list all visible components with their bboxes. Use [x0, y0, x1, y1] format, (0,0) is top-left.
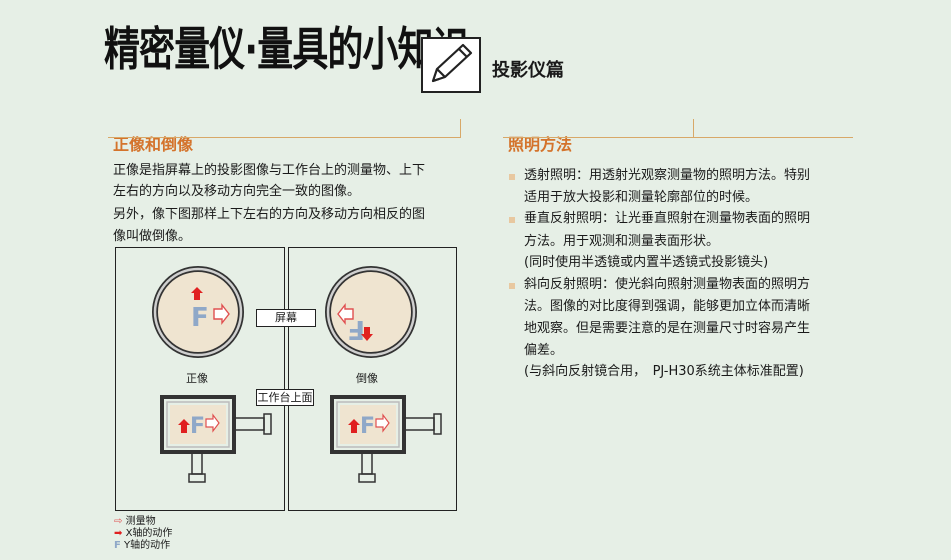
- lighting-oblique-line-3: 地观察。但是需要注意的是在测量尺寸时容易产生: [524, 321, 811, 336]
- inverted-stage: F: [330, 395, 442, 483]
- section-divider-right: [693, 137, 853, 138]
- y-arrow-up-icon: [191, 287, 203, 300]
- section-divider-tick-right: [693, 119, 694, 138]
- red-arrow-icon: ➡: [114, 528, 123, 539]
- f-glyph-icon: F: [114, 540, 121, 551]
- section-divider-left: [503, 137, 693, 138]
- page-title: 精密量仪·量具的小知识: [104, 22, 469, 76]
- lighting-oblique-note: (与斜向反射镜合用， PJ-H30系统主体标准配置): [524, 364, 804, 379]
- legend-item-y-axis: F Y轴的动作: [114, 540, 171, 551]
- page-subtitle: 投影仪篇: [492, 60, 564, 81]
- hollow-arrow-icon: ⇨: [114, 516, 123, 527]
- normal-image-caption: 正像: [186, 372, 208, 385]
- section-title-image: 正像和倒像: [113, 135, 194, 154]
- section-title-lighting: 照明方法: [508, 135, 573, 154]
- legend-item-x-axis: ➡ X轴的动作: [114, 528, 173, 539]
- svg-text:F: F: [360, 414, 375, 439]
- normal-stage: F: [160, 395, 272, 483]
- lighting-oblique-line-4: 偏差。: [524, 343, 564, 358]
- bullet-icon: [509, 283, 515, 289]
- legend-item-object: ⇨ 测量物: [114, 516, 156, 527]
- lighting-transmitted-line-2: 适用于放大投影和测量轮廓部位的时候。: [524, 190, 759, 205]
- f-glyph-icon: F: [191, 303, 209, 333]
- projection-diagram: F F F F: [152, 266, 442, 483]
- section-divider: [108, 137, 460, 138]
- inverted-image-caption: 倒像: [356, 372, 378, 385]
- stage-label: 工作台上面: [256, 389, 314, 406]
- inverted-screen: F: [325, 266, 417, 358]
- lighting-vertical-line-1: 垂直反射照明：让光垂直照射在测量物表面的照明: [524, 211, 811, 226]
- paragraph-line-1: 正像是指屏幕上的投影图像与工作台上的测量物、上下: [113, 163, 426, 178]
- normal-screen: F: [152, 266, 244, 358]
- x-arrow-left-icon: [337, 302, 354, 326]
- lighting-vertical-note: (同时使用半透镜或内置半透镜式投影镜头): [524, 255, 769, 270]
- pencil-icon: [421, 37, 481, 93]
- paragraph-line-4: 像叫做倒像。: [113, 229, 192, 244]
- bullet-icon: [509, 174, 515, 180]
- y-arrow-down-icon: [361, 327, 373, 341]
- lighting-transmitted-line-1: 透射照明：用透射光观察测量物的照明方法。特别: [524, 168, 811, 183]
- lighting-oblique-line-1: 斜向反射照明：使光斜向照射测量物表面的照明方: [524, 277, 811, 292]
- section-divider-tick: [460, 119, 461, 138]
- f-glyph-inverted-icon: F: [347, 314, 365, 344]
- screen-label: 屏幕: [256, 309, 316, 327]
- legend: ⇨ 测量物 ➡ X轴的动作 F Y轴的动作: [114, 516, 172, 552]
- lighting-vertical-line-2: 方法。用于观测和测量表面形状。: [524, 234, 720, 249]
- bullet-icon: [509, 217, 515, 223]
- lighting-oblique-line-2: 法。图像的对比度得到强调，能够更加立体而清晰: [524, 299, 811, 314]
- x-arrow-right-icon: [213, 302, 230, 326]
- paragraph-line-3: 另外，像下图那样上下左右的方向及移动方向相反的图: [113, 207, 426, 222]
- paragraph-line-2: 左右的方向以及移动方向完全一致的图像。: [113, 184, 361, 199]
- svg-text:F: F: [190, 414, 205, 439]
